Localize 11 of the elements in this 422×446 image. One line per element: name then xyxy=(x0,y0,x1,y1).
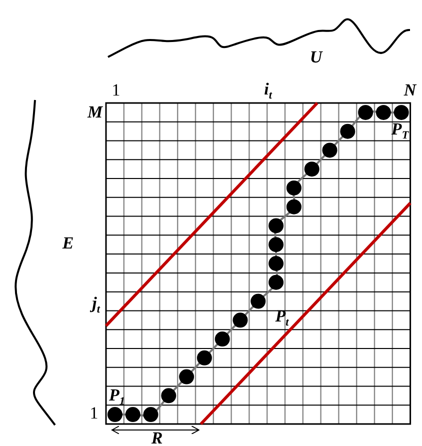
tick-label: N xyxy=(404,82,416,98)
tick-label: 1 xyxy=(112,82,120,98)
dimension-label: R xyxy=(151,430,163,446)
index-label: j$_{t}$ xyxy=(92,294,100,316)
tick-label: 1 xyxy=(90,404,98,422)
point-label: P$_{T}$ xyxy=(391,120,409,142)
tick-label: M xyxy=(87,104,103,120)
point-label: P$_{1}$ xyxy=(109,386,125,408)
axis-label: U xyxy=(310,48,322,66)
index-label: i$_{t}$ xyxy=(264,80,272,102)
axis-label: E xyxy=(62,234,74,252)
